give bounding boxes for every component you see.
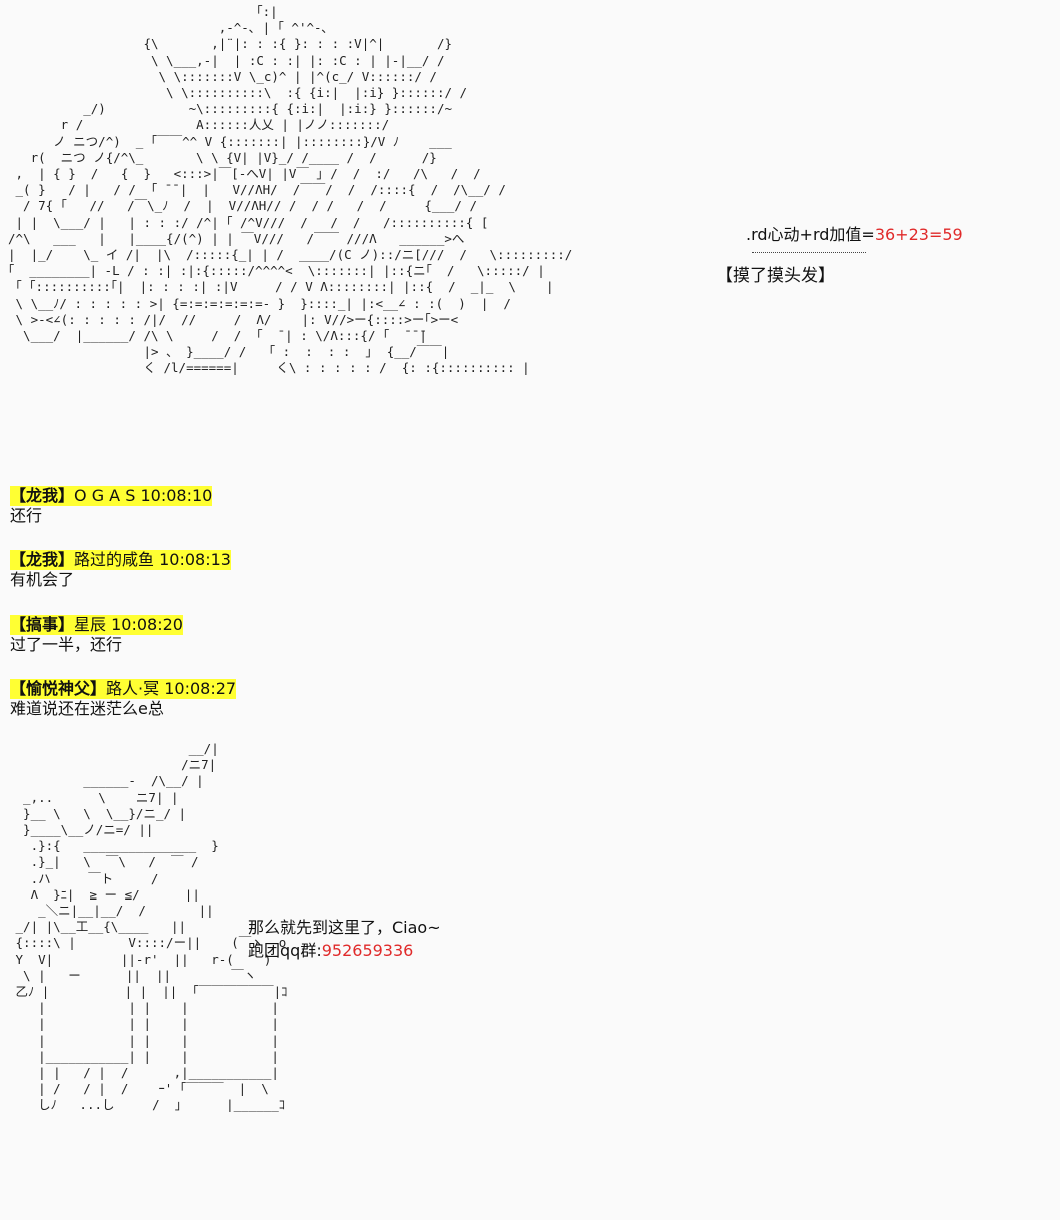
ascii-art-robot: ｢:| ,-^-､ | ｢ ^'^-､ {\ ,|¨|: : :{ }: : :… bbox=[8, 4, 573, 376]
qq-group-line: 跑团qq群:952659336 bbox=[248, 941, 413, 961]
chat-entry: 【龙我】路过的咸鱼 10:08:13 有机会了 bbox=[10, 550, 231, 590]
chat-time: 10:08:10 bbox=[140, 486, 213, 505]
signoff-line: 那么就先到这里了，Ciao~ bbox=[248, 918, 441, 937]
chat-user: 路人·冥 bbox=[106, 679, 160, 698]
chat-header: 【龙我】路过的咸鱼 10:08:13 bbox=[10, 550, 231, 570]
qq-group-number: 952659336 bbox=[321, 941, 414, 960]
chat-user: 星辰 bbox=[74, 615, 107, 634]
chat-tag: 【愉悦神父】 bbox=[10, 679, 107, 698]
chat-header: 【搞事】星辰 10:08:20 bbox=[10, 615, 183, 635]
chat-user: 路过的咸鱼 bbox=[74, 550, 155, 569]
chat-tag: 【搞事】 bbox=[10, 615, 75, 634]
chat-message: 难道说还在迷茫么e总 bbox=[10, 699, 164, 718]
roll-value: 36+23=59 bbox=[874, 225, 963, 244]
chat-header: 【愉悦神父】路人·冥 10:08:27 bbox=[10, 679, 237, 699]
roll-label: .rd心动+rd加值= bbox=[746, 225, 875, 244]
chat-entry: 【愉悦神父】路人·冥 10:08:27 难道说还在迷茫么e总 bbox=[10, 679, 237, 719]
chat-message: 有机会了 bbox=[10, 570, 75, 589]
chat-time: 10:08:13 bbox=[159, 550, 231, 569]
action-text: 【摸了摸头发】 bbox=[716, 266, 835, 286]
chat-time: 10:08:27 bbox=[164, 679, 237, 698]
chat-tag: 【龙我】 bbox=[10, 550, 75, 569]
chat-entry: 【搞事】星辰 10:08:20 过了一半，还行 bbox=[10, 615, 183, 655]
chat-message: 过了一半，还行 bbox=[10, 635, 123, 654]
chat-tag: 【龙我】 bbox=[10, 486, 75, 505]
ascii-art-characters: __/| /ニ7| ______- /\__/ | _,.. \ ニ7| | }… bbox=[15, 741, 288, 1113]
chat-header: 【龙我】O G A S 10:08:10 bbox=[10, 486, 213, 506]
chat-user: O G A S bbox=[74, 486, 136, 505]
chat-message: 还行 bbox=[10, 506, 43, 525]
chat-time: 10:08:20 bbox=[111, 615, 183, 634]
qq-group-label: 跑团qq群: bbox=[248, 941, 322, 960]
dice-roll-line: .rd心动+rd加值=36+23=59 bbox=[746, 225, 963, 245]
chat-entry: 【龙我】O G A S 10:08:10 还行 bbox=[10, 486, 213, 526]
dotted-divider bbox=[752, 252, 866, 253]
